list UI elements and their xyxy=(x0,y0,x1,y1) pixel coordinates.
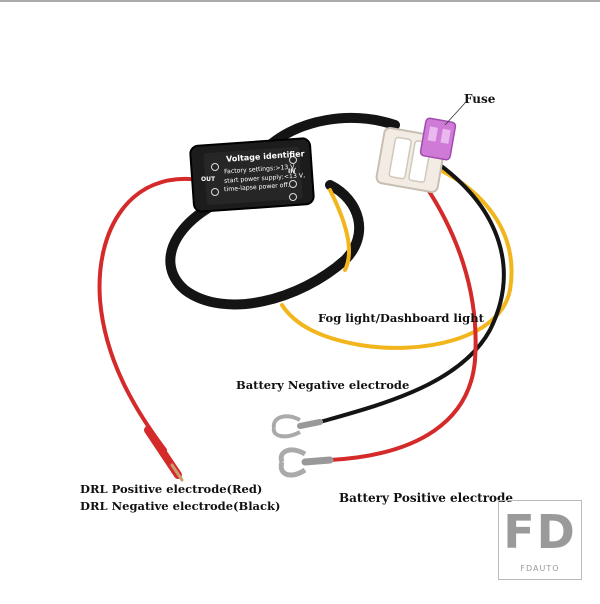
black-wire-loop xyxy=(165,180,365,310)
out-minus-terminal-icon xyxy=(211,188,219,196)
module-out-label: OUT xyxy=(201,176,216,183)
module-in-label: IN xyxy=(288,168,296,175)
red-wire-battery-positive xyxy=(328,183,478,462)
out-plus-terminal-icon xyxy=(211,163,219,171)
fuse-label: Fuse xyxy=(464,92,496,106)
yellow-wire-module xyxy=(328,188,352,272)
drl-negative-label: DRL Negative electrode(Black) xyxy=(80,499,281,513)
watermark-caption: FDAUTO xyxy=(520,564,560,573)
red-wire-drl xyxy=(97,176,202,452)
voltage-identifier-module xyxy=(189,137,315,213)
in-minus-terminal-icon xyxy=(289,180,297,188)
fuse xyxy=(419,117,457,161)
drl-positive-label: DRL Positive electrode(Red) xyxy=(80,482,263,496)
positive-spade-terminal xyxy=(278,447,334,478)
ground-terminal-icon xyxy=(289,193,297,201)
yellow-wire xyxy=(280,168,514,350)
negative-spade-terminal xyxy=(271,414,323,439)
watermark-logo: FD xyxy=(503,505,577,559)
drl-wire-copper xyxy=(170,463,184,482)
watermark-logo-box: FD FDAUTO xyxy=(498,500,582,580)
fog-light-label: Fog light/Dashboard light xyxy=(318,311,484,325)
battery-positive-label: Battery Positive electrode xyxy=(339,491,514,505)
battery-negative-label: Battery Negative electrode xyxy=(236,378,410,392)
black-wire-to-fuse xyxy=(265,112,400,150)
fuse-leader xyxy=(444,102,466,126)
in-plus-terminal-icon xyxy=(289,156,297,164)
black-wire-battery-negative xyxy=(318,163,506,424)
